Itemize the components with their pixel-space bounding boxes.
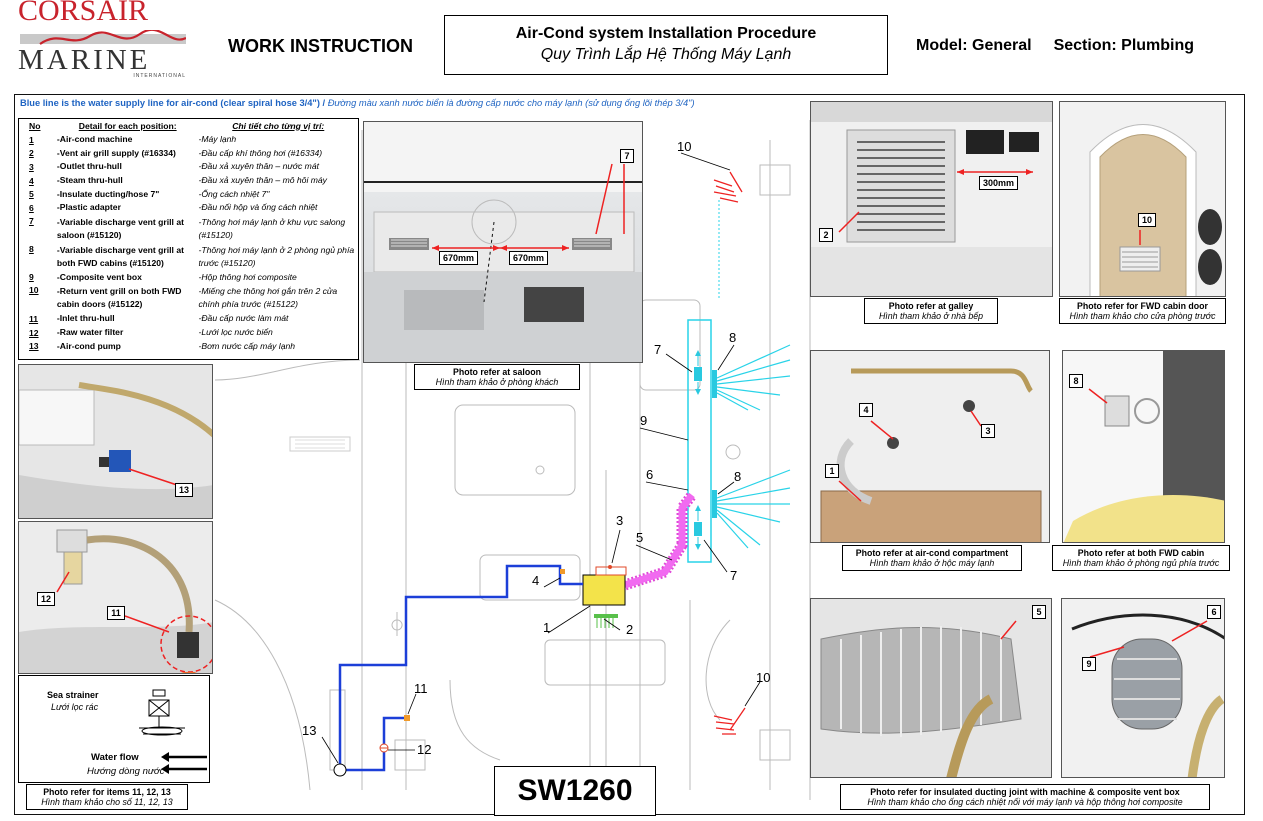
work-instruction-heading: WORK INSTRUCTION	[228, 36, 413, 56]
legend-row: 2-Vent air grill supply (#16334)-Đầu cấp…	[29, 147, 323, 159]
aircond-tag-3: 3	[981, 424, 995, 438]
model-section: Model: General Section: Plumbing	[916, 37, 1194, 55]
legend-row: 11-Inlet thru-hull-Đầu cấp nước làm mát	[29, 313, 289, 324]
caption-aircond: Photo refer at air-cond compartment Hình…	[842, 545, 1022, 571]
photo-galley: 300mm 2	[810, 101, 1053, 297]
ducting-box-illustration	[1062, 599, 1224, 777]
logo-bottom-text: MARINE	[18, 44, 151, 76]
diagram-label-8b: 8	[734, 469, 742, 484]
legend-col-no: No	[29, 121, 41, 131]
saloon-dim-left: 670mm	[439, 251, 479, 265]
legend-row: 7-Variable discharge vent grill at saloo…	[29, 215, 346, 240]
caption-ducting: Photo refer for insulated ducting joint …	[840, 784, 1210, 810]
door-illustration	[1089, 124, 1222, 296]
legend-row: 12-Raw water filter-Lưới lọc nước biển	[29, 327, 273, 338]
cabin-illustration	[1063, 351, 1224, 542]
diagram-label-5: 5	[636, 530, 644, 545]
diagram-label-6: 6	[646, 467, 654, 482]
aircond-tag-1: 1	[825, 464, 839, 478]
ducting-tag-9: 9	[1082, 657, 1096, 671]
photo-pump: 13	[18, 364, 213, 519]
photo-aircond-compartment: 4 3 1	[810, 350, 1050, 543]
strainer-illustration	[19, 522, 212, 673]
water-flow-label: Water flow	[91, 752, 139, 763]
legend-row: 9-Composite vent box-Hộp thông hơi compo…	[29, 271, 297, 283]
aircond-tag-4: 4	[859, 403, 873, 417]
caption-fwd-cabin: Photo refer at both FWD cabin Hình tham …	[1052, 545, 1230, 571]
logo-sub-text: INTERNATIONAL	[133, 73, 186, 79]
diagram-label-7b: 7	[730, 568, 738, 583]
diagram-label-3: 3	[616, 513, 624, 528]
photo-saloon: 7 670mm 670mm	[363, 121, 643, 363]
aircond-illustration	[811, 351, 1049, 542]
caption-items: Photo refer for items 11, 12, 13 Hình th…	[26, 784, 188, 810]
diagram-label-10b: 10	[756, 670, 771, 685]
photo-strainer: 12 11	[18, 521, 213, 674]
caption-fwd-door: Photo refer for FWD cabin door Hình tham…	[1059, 298, 1226, 324]
ducting-tag-5: 5	[1032, 605, 1046, 619]
logo-wave-icon	[20, 30, 186, 45]
caption-saloon: Photo refer at saloon Hình tham khảo ở p…	[414, 364, 580, 390]
legend-row: 3-Outlet thru-hull-Đầu xả xuyên thân – n…	[29, 161, 319, 172]
strainer-tag-11: 11	[107, 606, 125, 620]
galley-tag-2: 2	[819, 228, 833, 242]
diagram-label-10a: 10	[677, 139, 692, 154]
legend-row: 5-Insulate ducting/hose 7"-Ống cách nhiệ…	[29, 188, 270, 200]
diagram-label-9: 9	[640, 413, 648, 428]
legend-row: 13-Air-cond pump-Bơm nước cấp máy lạnh	[29, 340, 296, 352]
ducting-illustration	[811, 599, 1051, 777]
photo-fwd-door: 10	[1059, 101, 1226, 297]
diagram-label-4: 4	[532, 573, 540, 588]
galley-illustration	[811, 102, 1052, 296]
legend-row: 1-Air-cond machine-Máy lạnh	[29, 134, 237, 145]
water-line-note: Blue line is the water supply line for a…	[20, 98, 695, 108]
saloon-tag-7: 7	[620, 149, 634, 163]
caption-galley: Photo refer at galley Hình tham khảo ở n…	[864, 298, 998, 324]
water-line-note-en: Blue line is the water supply line for a…	[20, 98, 328, 108]
legend-col-vi: Chi tiết cho từng vị trí:	[232, 120, 325, 131]
model-text: Model: General	[916, 37, 1032, 54]
diagram-label-1: 1	[543, 620, 551, 635]
strainer-tag-12: 12	[37, 592, 55, 606]
water-flow-arrows-icon	[161, 752, 207, 774]
sea-strainer-label: Sea strainer	[47, 690, 99, 700]
diagram-label-12: 12	[417, 742, 432, 757]
legend-row: 8-Variable discharge vent grill at both …	[29, 243, 355, 268]
strainer-schematic-icon	[139, 689, 185, 736]
diagram-label-11: 11	[414, 681, 428, 696]
title-vi: Quy Trình Lắp Hệ Thống Máy Lạnh	[540, 46, 792, 63]
sea-strainer-label-vi: Lưới lọc rác	[51, 702, 99, 712]
legend-col-detail: Detail for each position:	[78, 120, 177, 131]
pump-tag-13: 13	[175, 483, 193, 497]
diagram-label-13: 13	[302, 723, 317, 738]
legend-row: 6-Plastic adapter-Đầu nối hộp và ống các…	[29, 202, 318, 213]
corsair-marine-logo: CORSAIR MARINE INTERNATIONAL	[18, 0, 190, 80]
legend-row: 10-Return vent grill on both FWD cabin d…	[29, 285, 338, 310]
diagram-label-8a: 8	[729, 330, 737, 345]
water-line-note-vi: Đường màu xanh nước biển là đường cấp nư…	[327, 98, 695, 108]
ducting-tag-6: 6	[1207, 605, 1221, 619]
cabin-tag-8: 8	[1069, 374, 1083, 388]
photo-ducting-box: 6 9	[1061, 598, 1225, 778]
photo-ducting-machine: 5	[810, 598, 1052, 778]
diagram-label-7a: 7	[654, 342, 662, 357]
legend-header: No Detail for each position: Chi tiết ch…	[19, 119, 358, 133]
door-tag-10: 10	[1138, 213, 1156, 227]
sea-strainer-box: Sea strainer Lưới lọc rác Water flow Hướ…	[18, 675, 210, 783]
saloon-dim-right: 670mm	[509, 251, 549, 265]
section-text: Section: Plumbing	[1053, 37, 1195, 54]
title-box: Air-Cond system Installation Procedure Q…	[444, 15, 888, 75]
galley-dim: 300mm	[979, 176, 1019, 190]
logo-top-text: CORSAIR	[18, 0, 149, 27]
document-code: SW1260	[494, 766, 656, 816]
photo-fwd-cabin: 8	[1062, 350, 1225, 543]
saloon-illustration	[364, 122, 642, 362]
title-en: Air-Cond system Installation Procedure	[515, 25, 817, 42]
diagram-label-2: 2	[626, 622, 634, 637]
legend-table: No Detail for each position: Chi tiết ch…	[18, 118, 359, 360]
legend-row: 4-Steam thru-hull-Đầu xả xuyên thân – mô…	[29, 175, 327, 186]
water-flow-label-vi: Hướng dòng nước	[87, 766, 165, 777]
